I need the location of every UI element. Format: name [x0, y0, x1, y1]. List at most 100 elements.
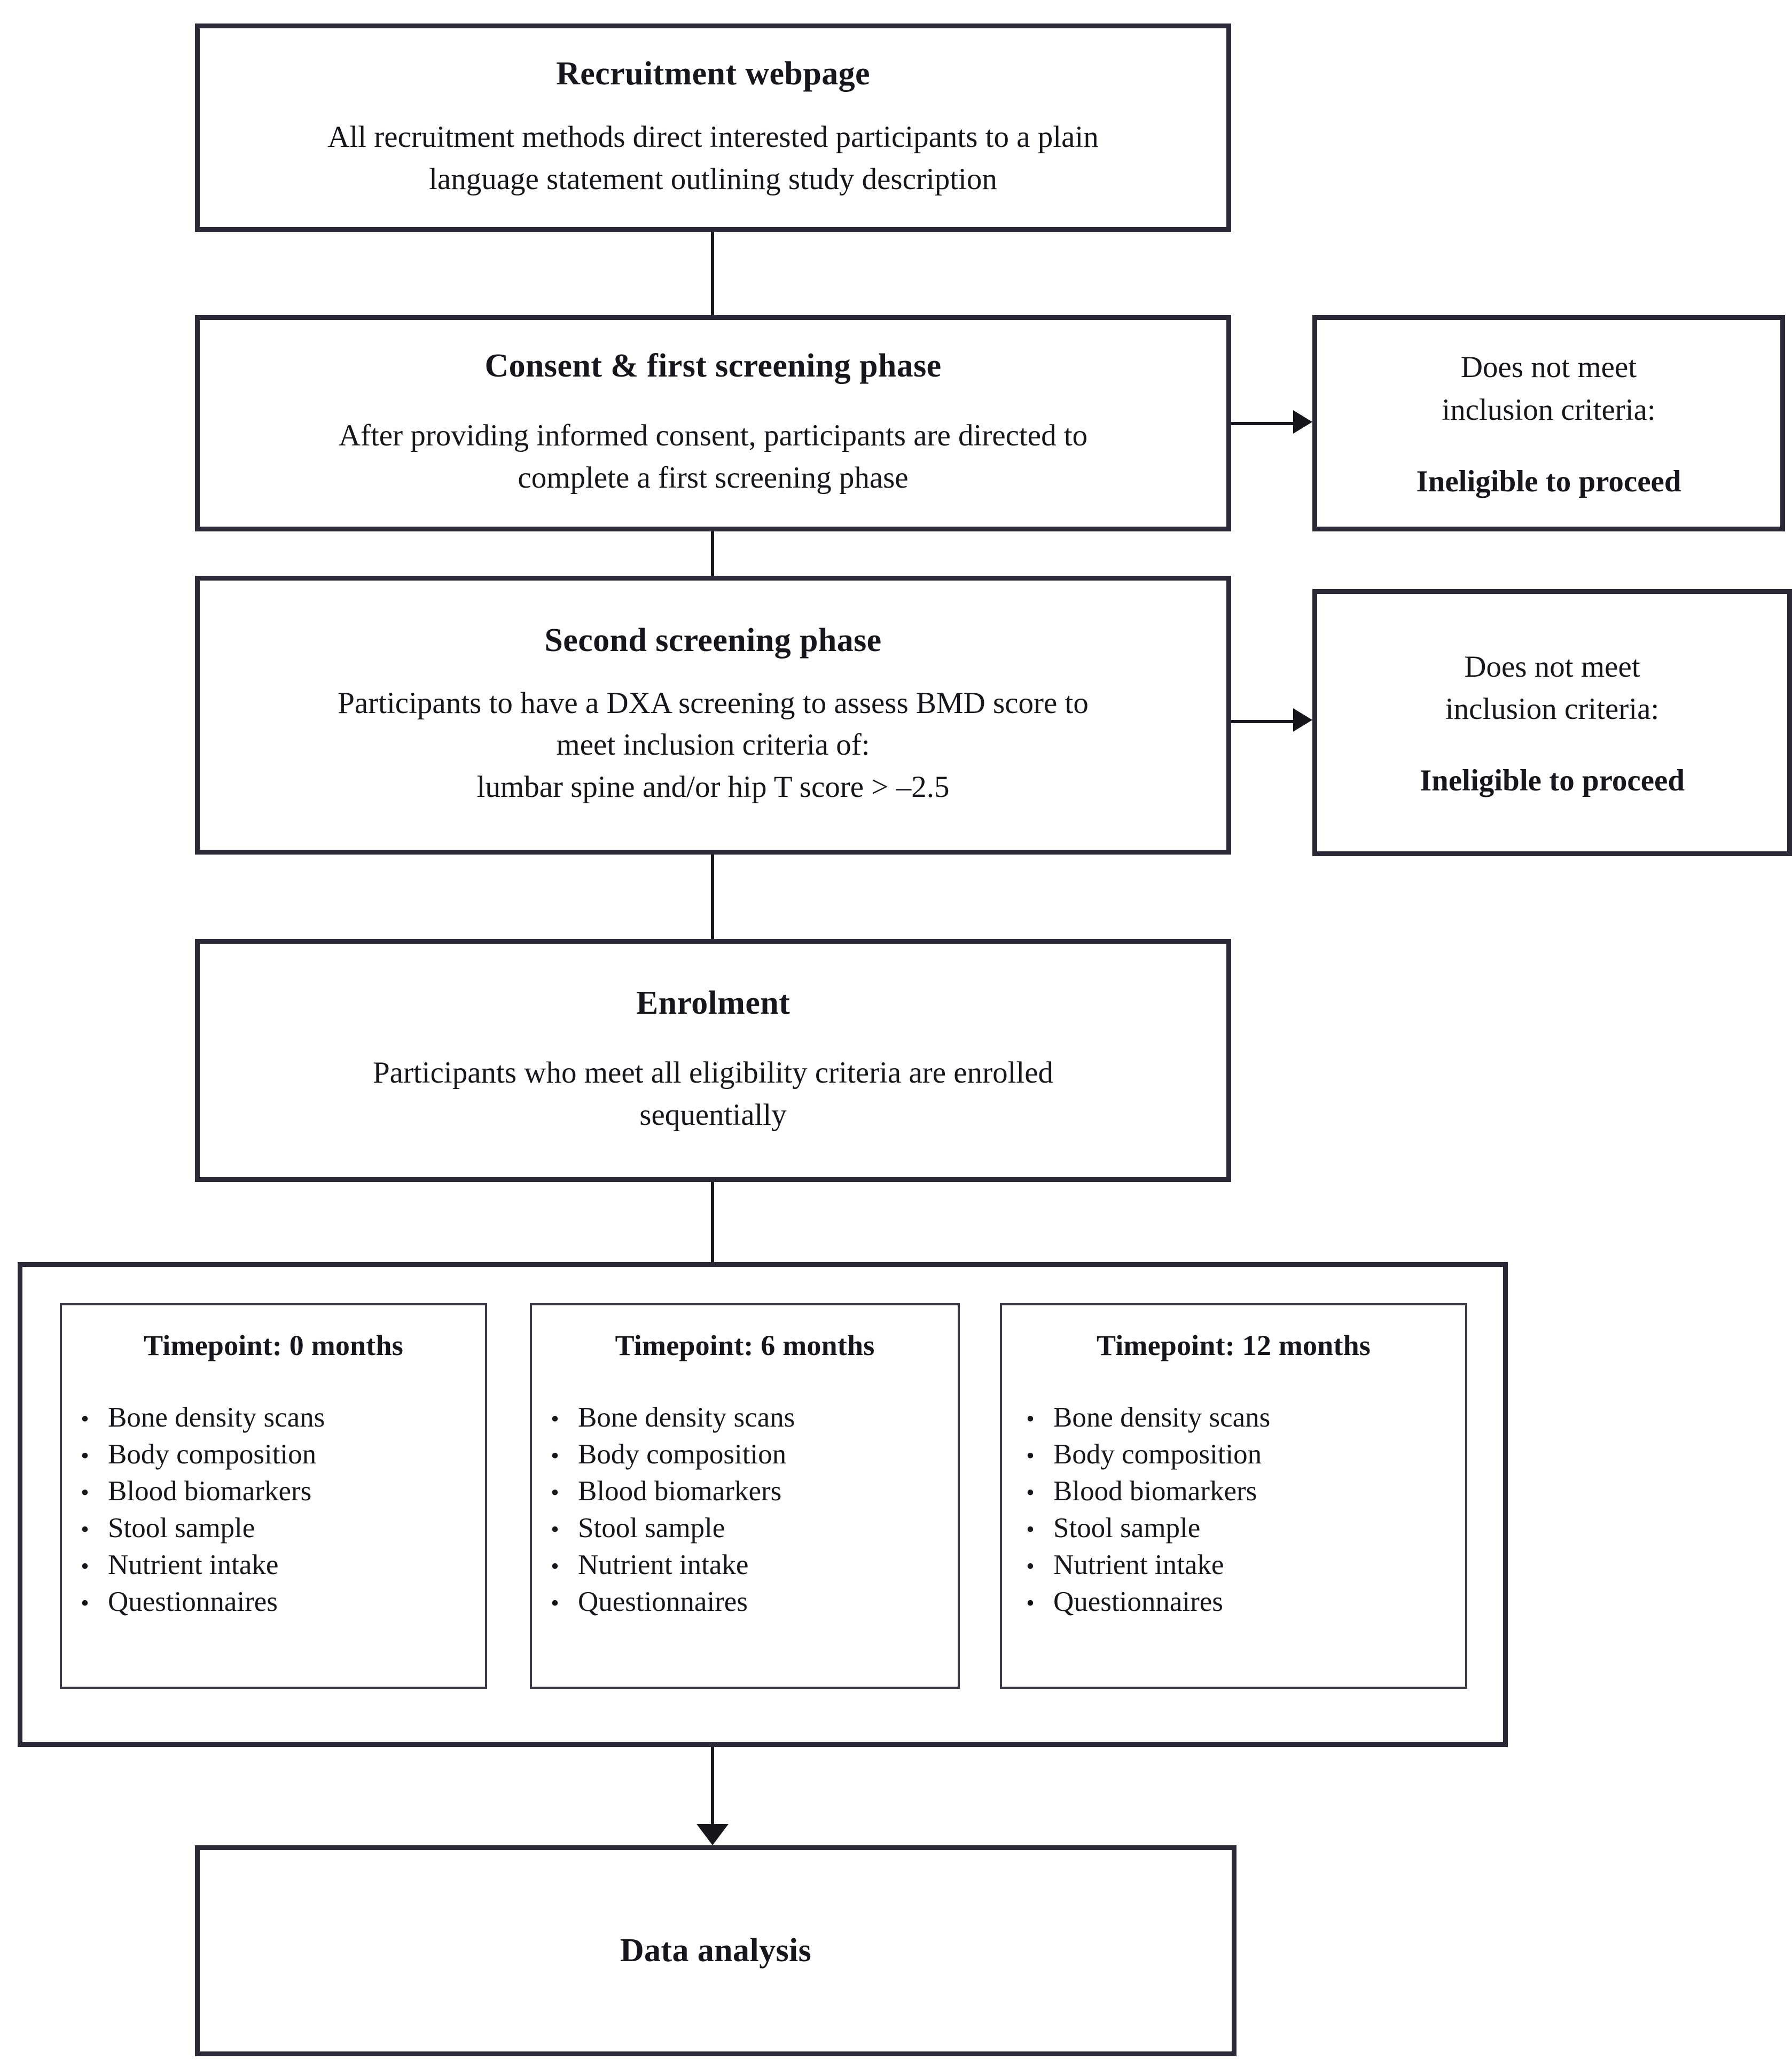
reject-emphasis: Ineligible to proceed	[1416, 464, 1681, 498]
list-item: • Blood biomarkers	[1007, 1473, 1465, 1510]
list-item: • Stool sample	[62, 1510, 485, 1547]
reject-line: Does not meet	[1460, 350, 1637, 385]
timepoint-card-0-months: Timepoint: 0 months • Bone density scans …	[60, 1303, 487, 1689]
timepoint-title: Timepoint: 6 months	[615, 1329, 875, 1361]
reject-line: inclusion criteria:	[1442, 393, 1656, 427]
bullet-icon: •	[551, 1443, 559, 1469]
arrowhead-second-screening-to-ineligible-2	[1293, 708, 1312, 732]
arrowhead-consent-to-ineligible-1	[1293, 410, 1312, 434]
list-item: • Nutrient intake	[1007, 1547, 1465, 1584]
connector-second-screening-to-ineligible-2	[1231, 720, 1294, 723]
connector-second-screening-to-enrolment	[711, 855, 714, 940]
list-item-label: Body composition	[1053, 1439, 1262, 1470]
timepoint-card-6-months: Timepoint: 6 months •Bone density scans …	[530, 1303, 960, 1689]
timepoint-assessment-list: • Bone density scans • Body composition • B…	[1002, 1399, 1465, 1620]
timepoint-title: Timepoint: 0 months	[144, 1329, 403, 1361]
node-body-line: All recruitment methods direct intereste…	[327, 120, 1099, 154]
bullet-icon: •	[81, 1553, 89, 1579]
list-item-label: Stool sample	[1053, 1513, 1201, 1544]
reject-line: Does not meet	[1464, 649, 1640, 684]
list-item-label: Stool sample	[108, 1513, 255, 1544]
list-item: • Body composition	[532, 1436, 958, 1473]
node-title: Consent & first screening phase	[484, 348, 942, 385]
list-item-label: Questionnaires	[108, 1586, 278, 1617]
node-ineligible-second-screening: Does not meet inclusion criteria: Inelig…	[1312, 589, 1792, 856]
node-data-analysis: Data analysis	[195, 1845, 1237, 2056]
list-item: • Blood biomarkers	[532, 1473, 958, 1510]
bullet-icon: •	[81, 1479, 89, 1506]
list-item-label: Blood biomarkers	[1053, 1476, 1257, 1507]
node-second-screening-phase: Second screening phase Participants to h…	[195, 576, 1231, 855]
list-item-label: Questionnaires	[1053, 1586, 1223, 1617]
list-item-label: Nutrient intake	[1053, 1549, 1224, 1580]
node-body-line: complete a first screening phase	[518, 461, 909, 495]
connector-consent-to-ineligible-1	[1231, 422, 1294, 425]
bullet-icon: •	[1026, 1443, 1035, 1469]
node-enrolment: Enrolment Participants who meet all elig…	[195, 939, 1231, 1182]
list-item-label: Stool sample	[578, 1513, 725, 1544]
bullet-icon: •	[551, 1406, 559, 1432]
list-item: • Stool sample	[1007, 1510, 1465, 1547]
list-item: • Questionnaires	[1007, 1584, 1465, 1620]
node-ineligible-first-screening: Does not meet inclusion criteria: Inelig…	[1312, 315, 1785, 531]
node-body-line: Participants to have a DXA screening to …	[338, 686, 1089, 720]
connector-timepoints-to-data-analysis	[711, 1747, 714, 1826]
bullet-icon: •	[551, 1479, 559, 1506]
bullet-icon: •	[551, 1553, 559, 1579]
bullet-icon: •	[1026, 1590, 1035, 1616]
bullet-icon: •	[1026, 1406, 1035, 1432]
list-item-label: Blood biomarkers	[108, 1476, 312, 1507]
node-title: Data analysis	[620, 1932, 812, 1969]
list-item: •Bone density scans	[532, 1399, 958, 1436]
bullet-icon: •	[551, 1516, 559, 1542]
list-item: • Questionnaires	[62, 1584, 485, 1620]
connector-recruitment-to-consent	[711, 232, 714, 316]
node-body-line: lumbar spine and/or hip T score > –2.5	[476, 770, 950, 804]
bullet-icon: •	[81, 1406, 89, 1432]
node-body-line: Participants who meet all eligibility cr…	[372, 1056, 1054, 1090]
bullet-icon: •	[81, 1443, 89, 1469]
node-body-line: sequentially	[639, 1098, 787, 1132]
bullet-icon: •	[551, 1590, 559, 1616]
timepoint-title: Timepoint: 12 months	[1096, 1329, 1371, 1361]
timepoint-assessment-list: • Bone density scans • Body composition • B…	[62, 1399, 485, 1620]
list-item: • Blood biomarkers	[62, 1473, 485, 1510]
list-item-label: Bone density scans	[1053, 1402, 1271, 1433]
node-consent-first-screening: Consent & first screening phase After pr…	[195, 315, 1231, 531]
bullet-icon: •	[81, 1590, 89, 1616]
bullet-icon: •	[1026, 1516, 1035, 1542]
list-item: • Body composition	[1007, 1436, 1465, 1473]
connector-consent-to-second-screening	[711, 531, 714, 577]
bullet-icon: •	[81, 1516, 89, 1542]
node-body-line: After providing informed consent, partic…	[338, 419, 1088, 453]
list-item: • Body composition	[62, 1436, 485, 1473]
list-item: • Questionnaires	[532, 1584, 958, 1620]
list-item-label: Nutrient intake	[108, 1549, 279, 1580]
timepoint-card-12-months: Timepoint: 12 months • Bone density scans…	[1000, 1303, 1467, 1689]
node-title: Recruitment webpage	[556, 55, 870, 92]
timepoint-assessment-list: •Bone density scans • Body composition • B…	[532, 1399, 958, 1620]
list-item-label: Body composition	[108, 1439, 317, 1470]
list-item-label: Blood biomarkers	[578, 1476, 782, 1507]
list-item: • Bone density scans	[1007, 1399, 1465, 1436]
timepoints-container: Timepoint: 0 months •Bone density scans …	[18, 1262, 1508, 1747]
list-item-label: Bone density scans	[108, 1402, 325, 1433]
list-item-label: Questionnaires	[578, 1586, 748, 1617]
list-item: • Bone density scans	[62, 1399, 485, 1436]
node-title: Second screening phase	[544, 622, 882, 659]
node-body-line: language statement outlining study descr…	[429, 162, 997, 196]
list-item: • Nutrient intake	[532, 1547, 958, 1584]
list-item: • Nutrient intake	[62, 1547, 485, 1584]
list-item-label: Body composition	[578, 1439, 787, 1470]
node-body-line: meet inclusion criteria of:	[556, 728, 870, 762]
reject-emphasis: Ineligible to proceed	[1419, 764, 1685, 798]
list-item: • Stool sample	[532, 1510, 958, 1547]
bullet-icon: •	[1026, 1479, 1035, 1506]
reject-line: inclusion criteria:	[1445, 692, 1660, 726]
list-item-label: Nutrient intake	[578, 1549, 749, 1580]
arrowhead-timepoints-to-data-analysis	[697, 1824, 729, 1845]
node-title: Enrolment	[636, 985, 791, 1022]
bullet-icon: •	[1026, 1553, 1035, 1579]
connector-enrolment-to-timepoints	[711, 1182, 714, 1265]
